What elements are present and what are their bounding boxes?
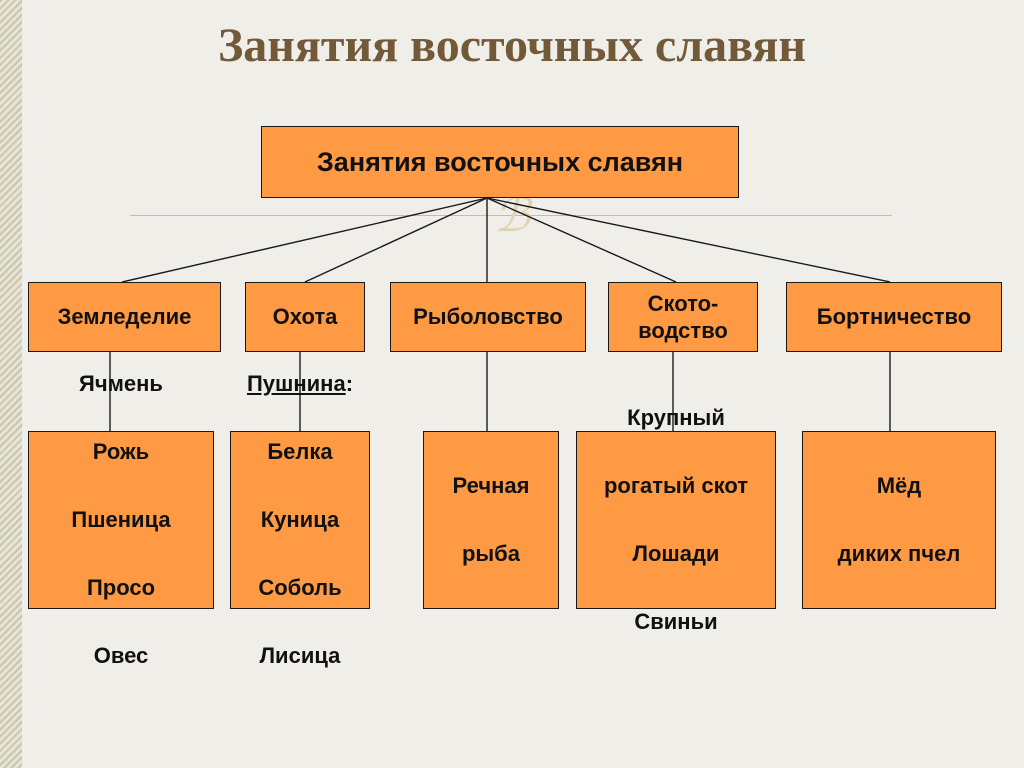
heading-colon: : [345, 371, 354, 396]
category-rybolovstvo: Рыболовство [390, 282, 586, 352]
root-node: Занятия восточных славян [261, 126, 739, 198]
items-ohota: Пушнина: Белка Куница Соболь Лисица [230, 371, 370, 668]
decorative-left-strip [0, 0, 22, 768]
item-yachmen: Ячмень [79, 371, 163, 396]
item-med: Мёд [876, 473, 922, 498]
divider-line [130, 215, 892, 216]
connector-root-bortnichestvo [486, 197, 891, 283]
item-lisica: Лисица [259, 643, 341, 668]
items-bortnichestvo: Мёд диких пчел [802, 431, 996, 609]
item-belka: Белка [267, 439, 333, 464]
item-proso: Просо [86, 575, 156, 600]
category-zemledelie: Земледелие [28, 282, 221, 352]
items-zemledelie: Ячмень Рожь Пшеница Просо Овес [28, 371, 214, 668]
item-ryba: рыба [461, 541, 521, 566]
item-oves: Овес [93, 643, 149, 668]
item-krupnyy: Крупный [627, 405, 725, 430]
category-bortnichestvo: Бортничество [786, 282, 1002, 352]
connector-root-zemledelie [121, 197, 488, 283]
item-loshadi: Лошади [632, 541, 720, 566]
item-svini: Свиньи [634, 609, 718, 634]
item-sobol: Соболь [258, 575, 342, 600]
item-pshenica: Пшеница [71, 507, 171, 532]
item-kunica: Куница [260, 507, 340, 532]
items-skotovodstvo: Крупный рогатый скот Лошади Свиньи [576, 405, 776, 634]
category-skotovodstvo: Ското- водство [608, 282, 758, 352]
slide-title: Занятия восточных славян [217, 19, 807, 72]
pushnina-label: Пушнина [246, 371, 346, 396]
item-rozh: Рожь [92, 439, 150, 464]
item-rogatyy-skot: рогатый скот [603, 473, 749, 498]
item-rechnaya: Речная [452, 473, 530, 498]
category-ohota: Охота [245, 282, 365, 352]
connector-root-ohota [304, 197, 488, 283]
connector-root-skotovodstvo [486, 197, 677, 283]
item-dikih-pchel: диких пчел [837, 541, 961, 566]
item-heading-pushnina: Пушнина: [247, 367, 353, 401]
items-rybolovstvo: Речная рыба [423, 431, 559, 609]
